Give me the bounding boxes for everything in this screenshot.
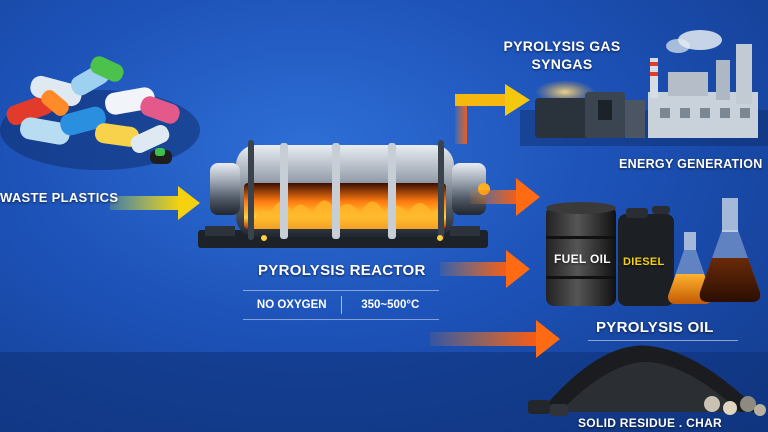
oil-flask-large-icon [699, 198, 761, 302]
char-pile-icon [528, 345, 766, 416]
solid-residue-label: SOLID RESIDUE . CHAR [578, 416, 723, 430]
oil-arrow-2-icon [440, 250, 530, 288]
pyrolysis-reactor-icon [198, 140, 490, 248]
syngas-label: SYNGAS [531, 56, 593, 72]
pyrolysis-gas-label: PYROLYSIS GAS [503, 38, 621, 54]
waste-plastics-label: WASTE PLASTICS [0, 190, 119, 205]
char-arrow-icon [430, 320, 560, 358]
feed-arrow-icon [110, 186, 200, 220]
no-oxygen-label: NO OXYGEN [256, 299, 327, 311]
diesel-label: DIESEL [623, 256, 665, 268]
diesel-can-icon [618, 206, 674, 306]
pyrolysis-reactor-label: PYROLYSIS REACTOR [258, 262, 426, 279]
pyrolysis-oil-underline [588, 340, 738, 341]
fuel-oil-label: FUEL OIL [554, 252, 611, 266]
temperature-label: 350~500°C [361, 299, 420, 311]
plastic-bottles-pile-icon [0, 56, 200, 170]
conditions-divider [340, 296, 342, 314]
power-plant-icon [520, 30, 768, 146]
pyrolysis-oil-label: PYROLYSIS OIL [596, 319, 714, 336]
energy-generation-label: ENERGY GENERATION [619, 157, 763, 171]
oil-arrow-1-icon [470, 178, 540, 216]
reactor-conditions: NO OXYGEN 350~500°C [243, 290, 439, 320]
fuel-oil-barrel-icon [546, 202, 616, 306]
gas-arrow-icon [455, 84, 530, 144]
